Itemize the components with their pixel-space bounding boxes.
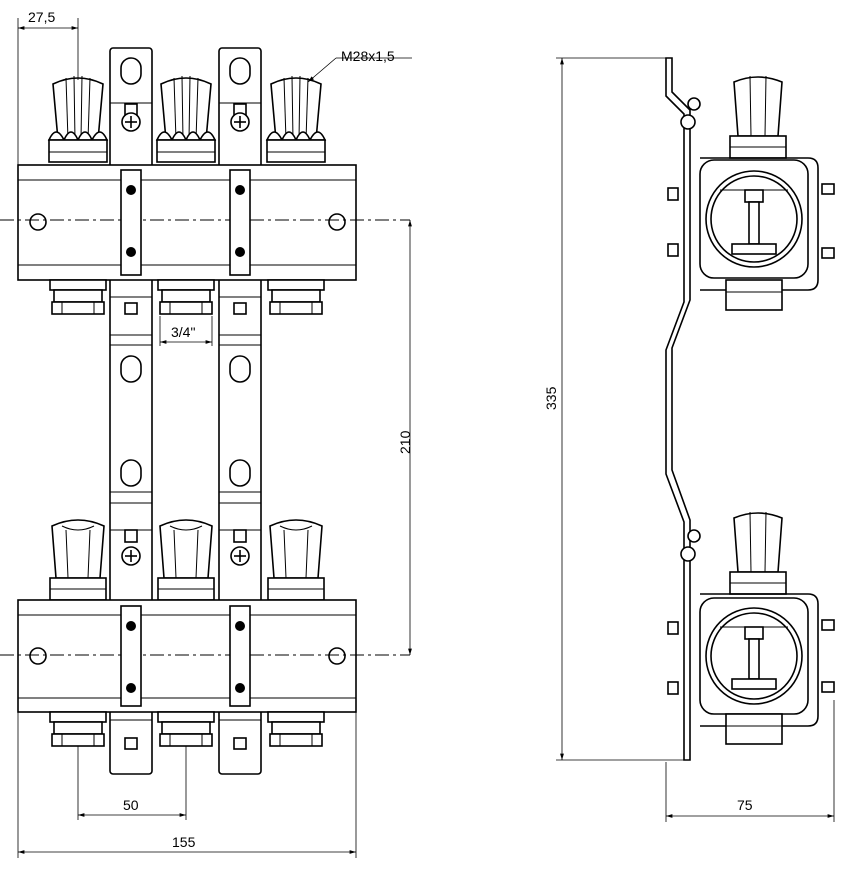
screw-icon <box>230 112 250 132</box>
front-dimensions: 27,5 M28x1,5 3/4" 210 50 155 <box>17 9 413 858</box>
side-view <box>665 57 835 761</box>
dim-offset: 27,5 <box>28 9 55 25</box>
dim-height: 210 <box>397 430 413 454</box>
bottom-valves <box>49 519 325 601</box>
front-view <box>0 47 410 775</box>
top-outlets <box>49 279 325 315</box>
dim-total-height: 335 <box>543 386 559 410</box>
screw-icon <box>121 546 141 566</box>
dim-depth: 75 <box>737 797 753 813</box>
side-dimensions: 335 75 <box>543 57 835 822</box>
bottom-outlets <box>49 711 325 747</box>
dim-width: 155 <box>172 834 196 850</box>
top-valves <box>48 75 326 163</box>
dim-thread: M28x1,5 <box>341 48 395 64</box>
dim-pipe: 3/4" <box>171 324 195 340</box>
screw-icon <box>230 546 250 566</box>
top-manifold-bar <box>0 164 410 281</box>
dim-pitch: 50 <box>123 797 139 813</box>
bottom-manifold-bar <box>0 599 410 713</box>
screw-icon <box>121 112 141 132</box>
